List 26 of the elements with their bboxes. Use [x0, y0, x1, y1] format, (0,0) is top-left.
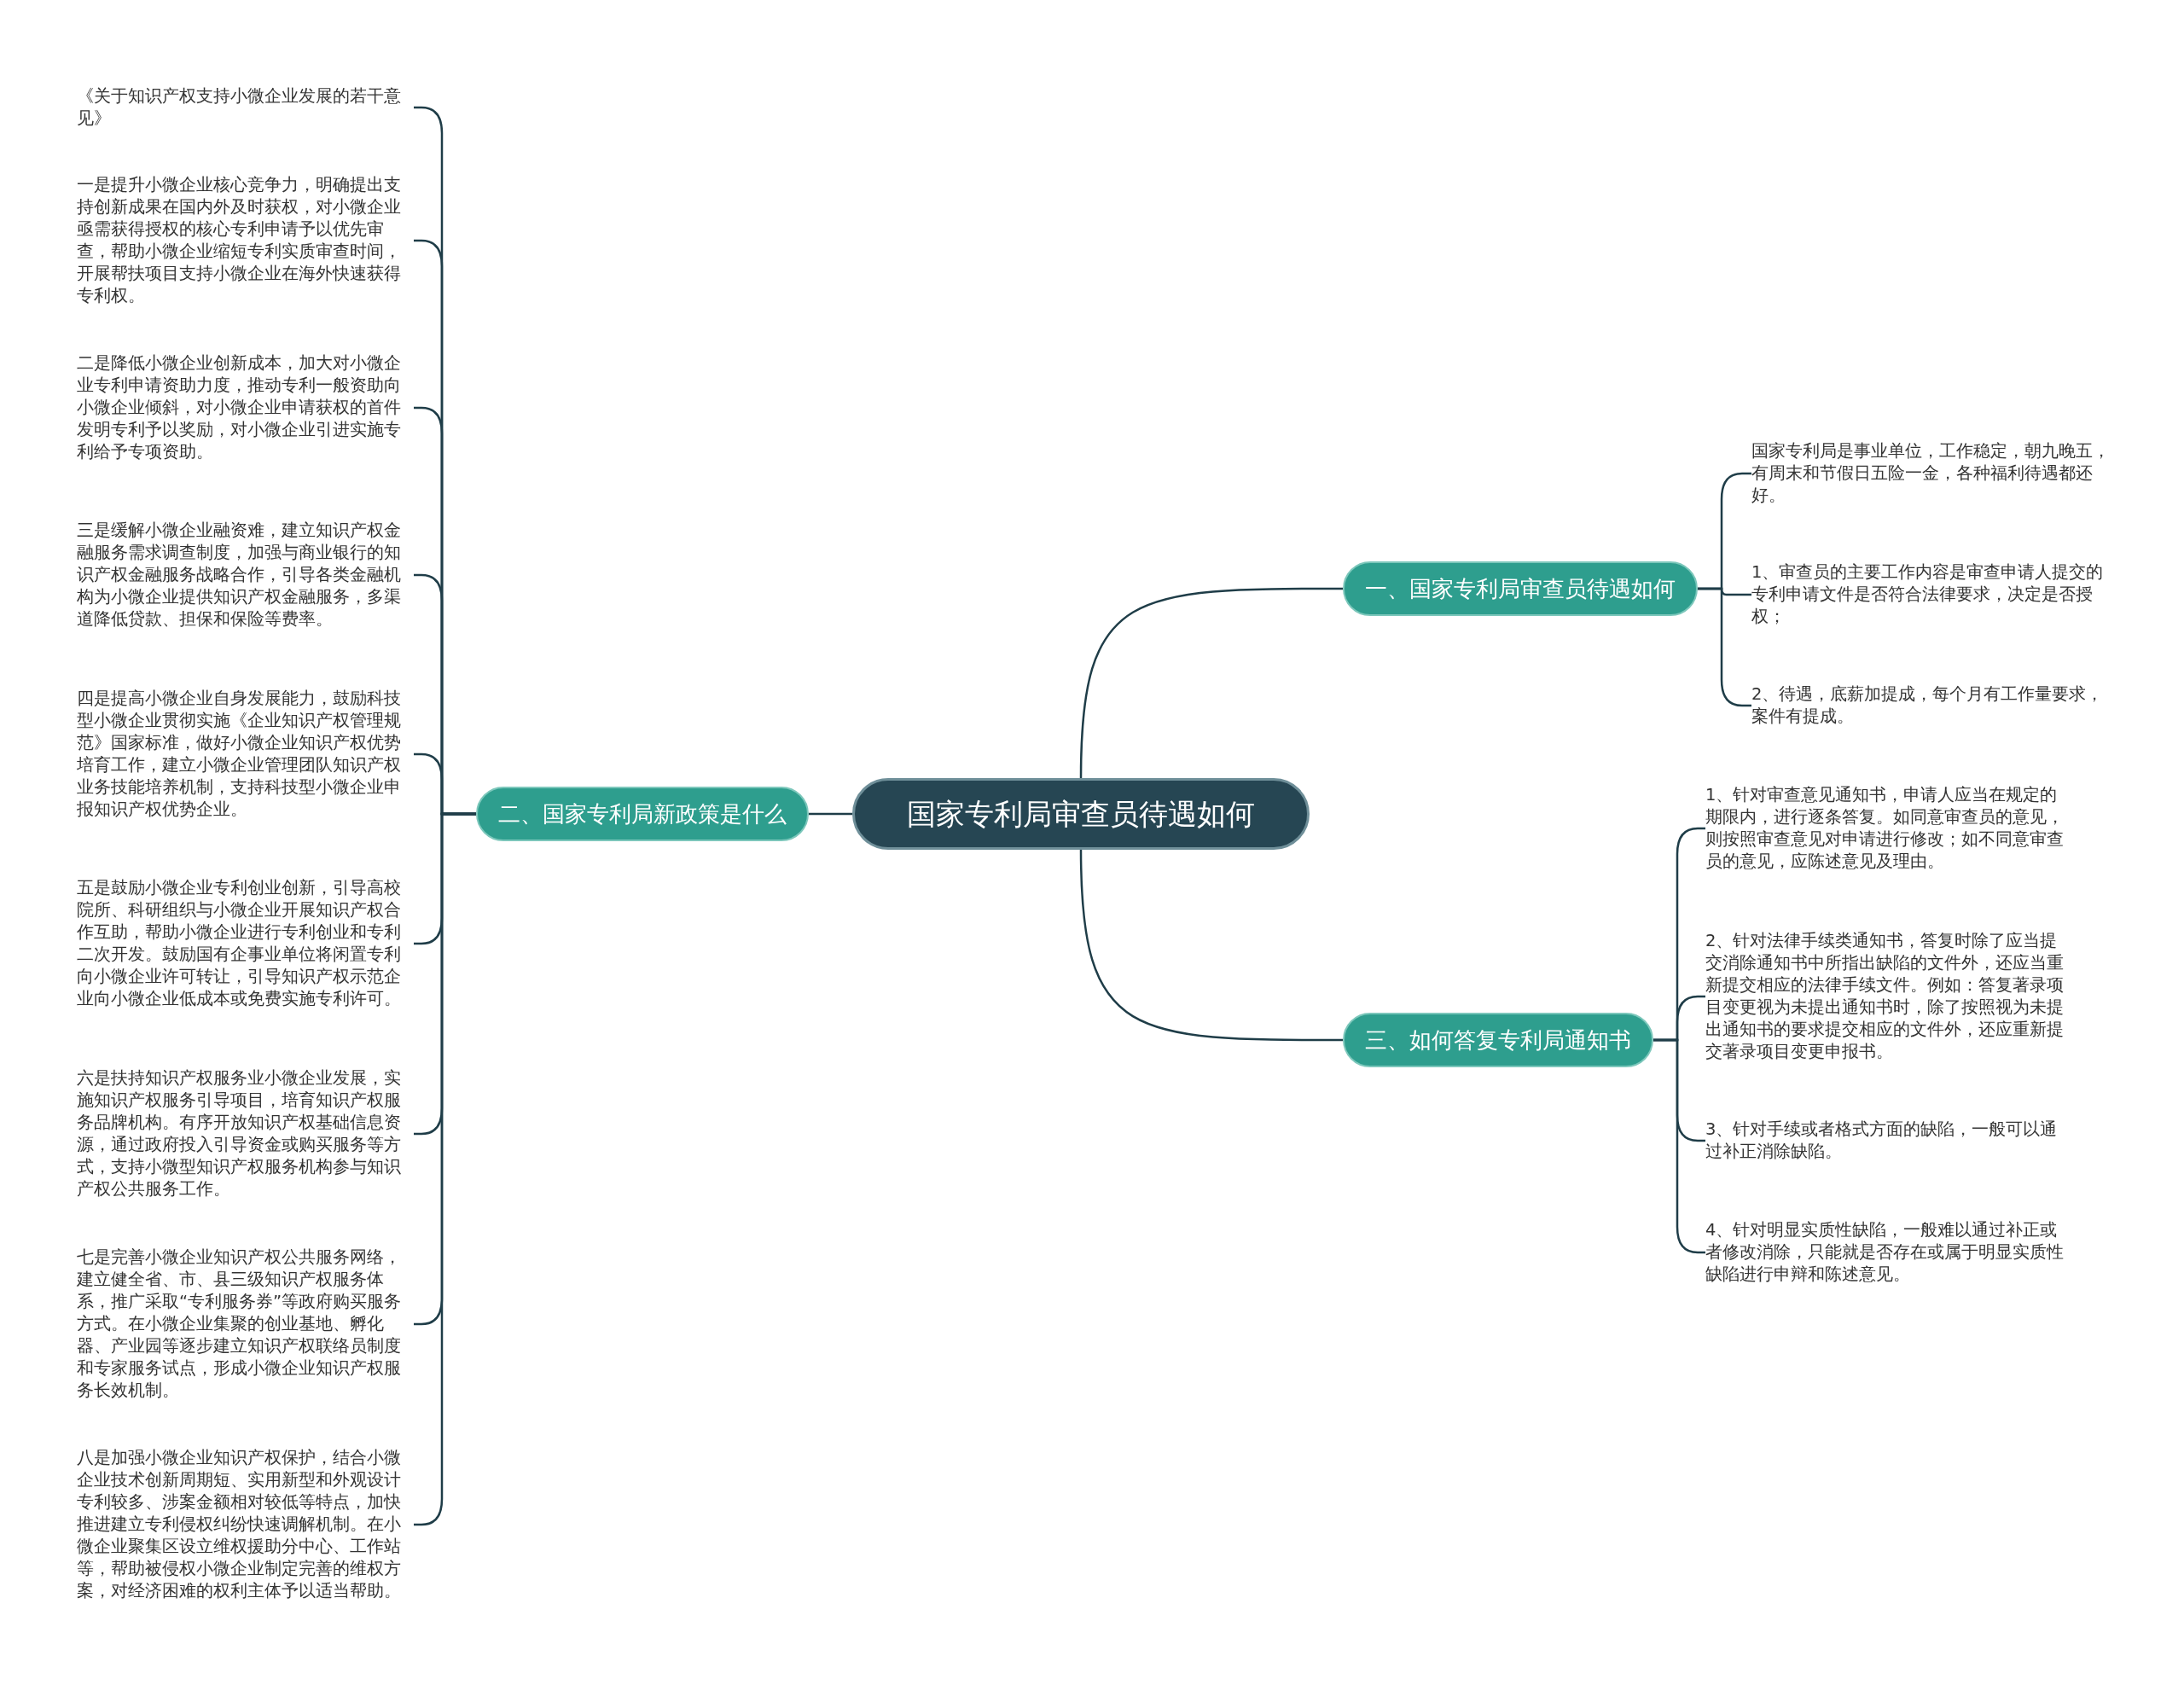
subtopic-text: 四是提高小微企业自身发展能力，鼓励科技型小微企业贯彻实施《企业知识产权管理规范》国家标准，做好小微企业知识产权优势培育工作，建立小微企业管理团队知识产权业务技能培养机制，支持科技型小微企业申报知识产权优势企业。 — [77, 688, 414, 821]
topic-pill: 二、国家专利局新政策是什么 — [476, 787, 809, 841]
central-topic: 国家专利局审查员待遇如何 — [852, 778, 1310, 850]
connector-line — [1698, 587, 1751, 707]
subtopic-text: 《关于知识产权支持小微企业发展的若干意见》 — [77, 85, 414, 130]
subtopic-text: 2、待遇，底薪加提成，每个月有工作量要求，案件有提成。 — [1751, 683, 2110, 728]
subtopic-text: 六是扶持知识产权服务业小微企业发展，实施知识产权服务引导项目，培育知识产权服务品牌机构。有序开放知识产权基础信息资源，通过政府投入引导资金或购买服务等方式，支持小微型知识产权服务机构参与知识产权公共服务工作。 — [77, 1067, 414, 1200]
subtopic-text: 国家专利局是事业单位，工作稳定，朝九晚五，有周末和节假日五险一金，各种福利待遇都还好。 — [1751, 440, 2110, 507]
subtopic-text: 1、针对审查意见通知书，申请人应当在规定的期限内，进行逐条答复。如同意审查员的意见，则按照审查意见对申请进行修改；如不同意审查员的意见，应陈述意见及理由。 — [1705, 784, 2072, 873]
topic-pill: 一、国家专利局审查员待遇如何 — [1343, 561, 1698, 616]
subtopic-text: 一是提升小微企业核心竞争力，明确提出支持创新成果在国内外及时获权，对小微企业亟需获得授权的核心专利申请予以优先审查，帮助小微企业缩短专利实质审查时间，开展帮扶项目支持小微企业在海外快速获得专利权。 — [77, 174, 414, 307]
subtopic-text: 4、针对明显实质性缺陷，一般难以通过补正或者修改消除，只能就是否存在或属于明显实质性缺陷进行申辩和陈述意见。 — [1705, 1219, 2072, 1286]
subtopic-text: 三是缓解小微企业融资难，建立知识产权金融服务需求调查制度，加强与商业银行的知识产权金融服务战略合作，引导各类金融机构为小微企业提供知识产权金融服务，多渠道降低贷款、担保和保险等费率。 — [77, 520, 414, 630]
topic-pill: 三、如何答复专利局通知书 — [1343, 1013, 1653, 1067]
connector-line — [1079, 587, 1343, 779]
subtopic-text: 二是降低小微企业创新成本，加大对小微企业专利申请资助力度，推动专利一般资助向小微企业倾斜，对小微企业申请获权的首件发明专利予以奖励，对小微企业引进实施专利给予专项资助。 — [77, 352, 414, 463]
subtopic-text: 七是完善小微企业知识产权公共服务网络，建立健全省、市、县三级知识产权服务体系，推广采取“专利服务券”等政府购买服务方式。在小微企业集聚的创业基地、孵化器、产业园等逐步建立知识产权联络员制度和专家服务试点，形成小微企业知识产权服务长效机制。 — [77, 1246, 414, 1402]
subtopic-text: 2、针对法律手续类通知书，答复时除了应当提交消除通知书中所指出缺陷的文件外，还应当重新提交相应的法律手续文件。例如：答复著录项目变更视为未提出通知书时，除了按照视为未提出通知书的要求提交相应的文件外，还应重新提交著录项目变更申报书。 — [1705, 930, 2072, 1063]
subtopic-text: 1、审查员的主要工作内容是审查申请人提交的专利申请文件是否符合法律要求，决定是否授权； — [1751, 561, 2110, 628]
connector-line — [1079, 849, 1343, 1042]
subtopic-text: 八是加强小微企业知识产权保护，结合小微企业技术创新周期短、实用新型和外观设计专利较多、涉案金额相对较低等特点，加快推进建立专利侵权纠纷快速调解机制。在小微企业聚集区设立维权援助分中心、工作站等，帮助被侵权小微企业制定完善的维权方案，对经济困难的权利主体予以适当帮助。 — [77, 1447, 414, 1602]
connector-line — [414, 812, 476, 1526]
subtopic-text: 3、针对手续或者格式方面的缺陷，一般可以通过补正消除缺陷。 — [1705, 1118, 2072, 1163]
subtopic-text: 五是鼓励小微企业专利创业创新，引导高校院所、科研组织与小微企业开展知识产权合作互助，帮助小微企业进行专利创业和专利二次开发。鼓励国有企事业单位将闲置专利向小微企业许可转让，引导知识产权示范企业向小微企业低成本或免费实施专利许可。 — [77, 877, 414, 1010]
connector-line — [1653, 1038, 1705, 1254]
connector-line — [809, 812, 852, 816]
